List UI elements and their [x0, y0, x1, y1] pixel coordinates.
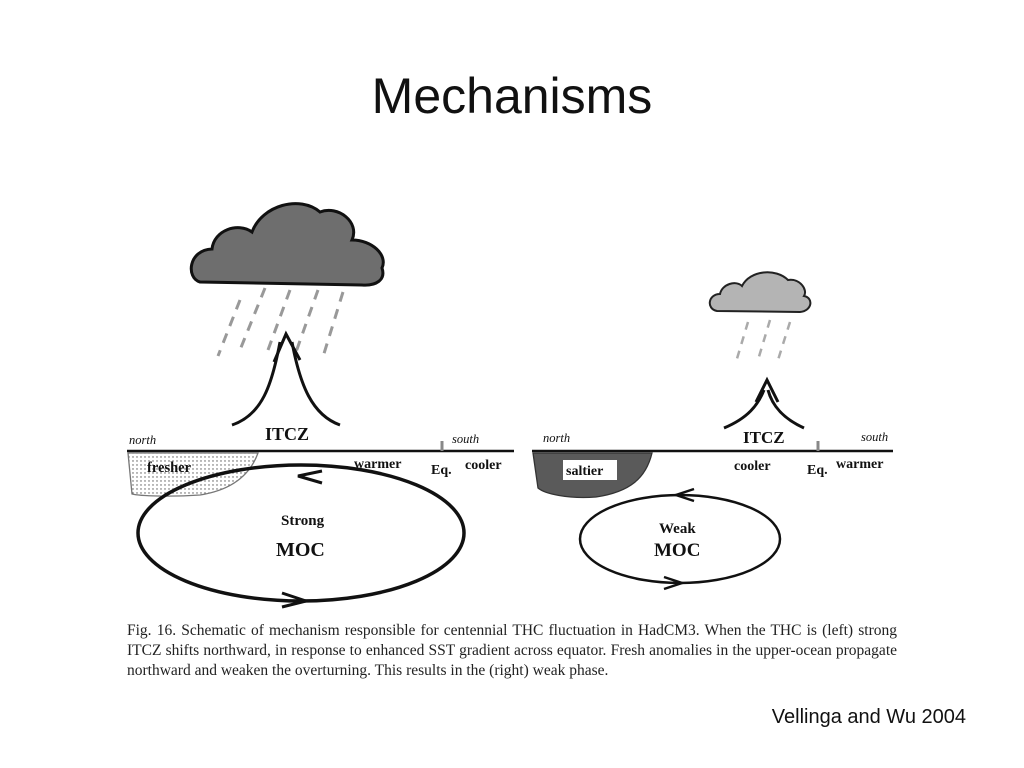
itcz-rising-arrow-right [723, 376, 805, 430]
right-itcz-label: ITCZ [743, 428, 785, 447]
left-itcz-label: ITCZ [265, 424, 309, 444]
left-south-label: south [452, 432, 479, 446]
citation-credit: Vellinga and Wu 2004 [771, 706, 966, 728]
left-eq-label: Eq. [431, 463, 452, 478]
figure-caption: Fig. 16. Schematic of mechanism responsi… [127, 621, 897, 681]
moc-arrow-top-right [672, 487, 695, 503]
strong-label: Strong [281, 513, 325, 529]
strong-moc-circulation [136, 463, 466, 603]
right-north-label: north [543, 431, 570, 445]
right-moc-label: MOC [654, 540, 700, 561]
saltier-label: saltier [566, 464, 603, 479]
weak-label: Weak [659, 521, 696, 537]
moc-arrow-bottom-left [281, 591, 312, 609]
right-south-label: south [861, 430, 888, 444]
rain-streaks-left [216, 287, 345, 361]
right-eq-label: Eq. [807, 463, 828, 478]
left-cooler-label: cooler [465, 458, 502, 473]
moc-arrow-top-left [297, 469, 323, 485]
right-cooler-label: cooler [734, 459, 771, 474]
left-north-label: north [129, 433, 156, 447]
small-rain-cloud-icon [708, 271, 812, 314]
left-warmer-label: warmer [354, 457, 401, 472]
moc-arrow-bottom-right [663, 575, 686, 591]
large-rain-cloud-icon [189, 202, 385, 287]
itcz-rising-arrow-left [231, 330, 341, 427]
right-panel-weak-phase: north ITCZ south saltier cooler Eq. warm… [532, 271, 893, 591]
caption-text: Schematic of mechanism responsible for c… [127, 622, 897, 679]
slide-title: Mechanisms [371, 68, 653, 124]
weak-moc-circulation [578, 493, 782, 585]
fresher-label: fresher [147, 460, 192, 476]
saltier-label-box [563, 460, 617, 480]
rain-streaks-right [734, 319, 792, 363]
right-warmer-label: warmer [836, 457, 883, 472]
caption-figure-label: Fig. 16. [127, 622, 177, 639]
left-moc-label: MOC [276, 539, 325, 561]
left-panel-strong-phase: north ITCZ south fresher warmer Eq. cool… [127, 202, 514, 609]
